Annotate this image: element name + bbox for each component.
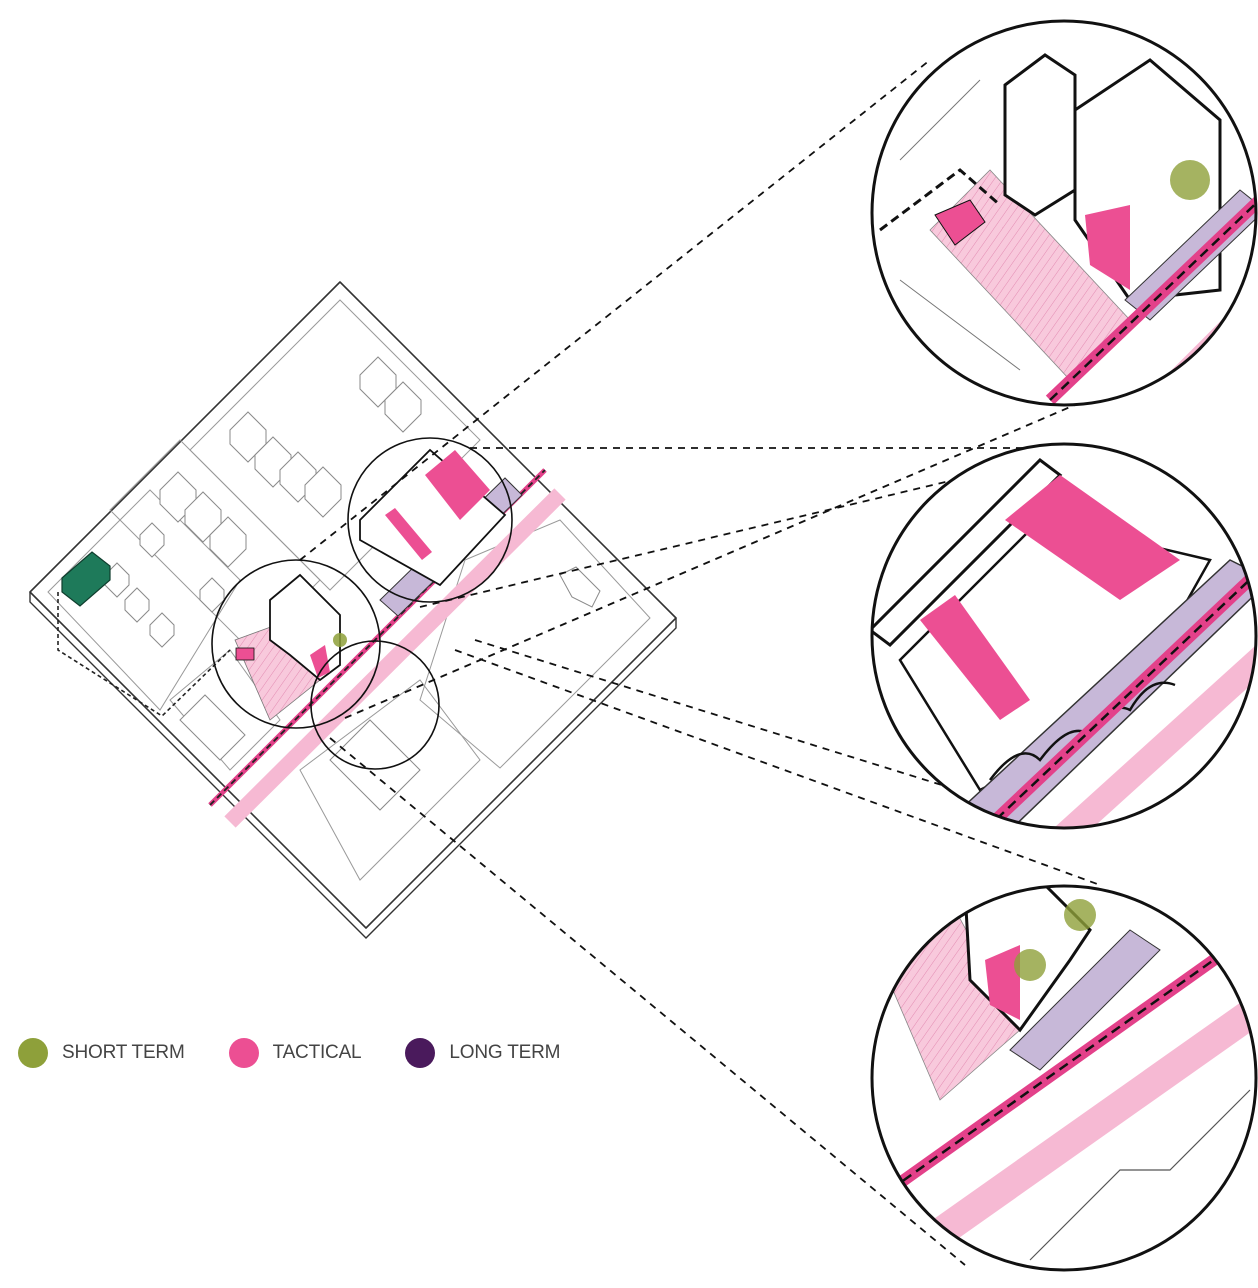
legend: SHORT TERM TACTICAL LONG TERM (18, 1038, 604, 1068)
detail1-tower (1005, 55, 1075, 215)
legend-label-long-term: LONG TERM (449, 1042, 560, 1064)
detail-view-3 (860, 880, 1258, 1288)
detail3-short-term (1014, 949, 1046, 981)
detail1-short-term (1170, 160, 1210, 200)
detail3-short-term-2 (1064, 899, 1096, 931)
detail-view-2 (860, 440, 1258, 840)
lower-building-short-term (333, 633, 347, 647)
legend-swatch-short-term (18, 1038, 48, 1068)
legend-label-short-term: SHORT TERM (62, 1042, 185, 1064)
legend-label-tactical: TACTICAL (273, 1042, 362, 1064)
legend-swatch-tactical (229, 1038, 259, 1068)
lower-plaza-canopy (236, 648, 254, 660)
legend-item-long-term: LONG TERM (405, 1038, 560, 1068)
legend-swatch-long-term (405, 1038, 435, 1068)
site-plan (30, 282, 676, 938)
detail-view-1 (860, 20, 1258, 420)
legend-item-short-term: SHORT TERM (18, 1038, 185, 1068)
legend-item-tactical: TACTICAL (229, 1038, 362, 1068)
